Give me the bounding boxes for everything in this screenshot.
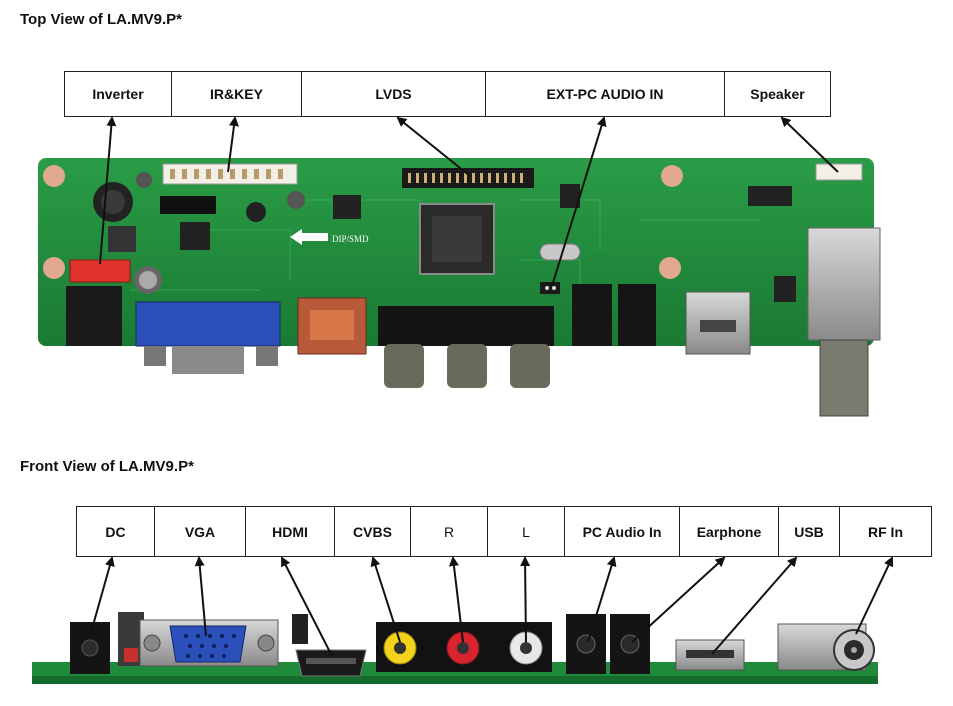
silk-dip-smd: DIP/SMD xyxy=(332,234,369,244)
label-r: R xyxy=(411,507,488,556)
label-cvbs: CVBS xyxy=(335,507,411,556)
arrow-earphone xyxy=(631,556,726,643)
arrow-rf-in xyxy=(855,556,894,635)
rf-tuner-box xyxy=(807,227,881,341)
arrow-ext-pc-audio-in xyxy=(551,116,607,287)
arrow-cvbs xyxy=(370,556,401,643)
mount-hole xyxy=(43,165,65,187)
ext-pc-audio-header xyxy=(540,282,560,294)
arrow-vga xyxy=(194,556,207,637)
label-ext-pc-audio-in: EXT-PC AUDIO IN xyxy=(486,72,725,116)
mount-hole xyxy=(661,165,683,187)
label-rf-in: RF In xyxy=(868,523,903,540)
jumper-block xyxy=(160,196,216,214)
arrow-r xyxy=(448,556,464,643)
top-view-board: DIP/SMD xyxy=(38,158,881,417)
mount-hole xyxy=(43,257,65,279)
front-arrows xyxy=(89,556,894,657)
vga-d-sub xyxy=(169,625,247,663)
arrow-speaker xyxy=(780,116,839,173)
speaker-connector xyxy=(815,163,863,181)
mount-hole xyxy=(659,257,681,279)
label-vga: VGA xyxy=(155,507,246,556)
rca-block-top xyxy=(378,306,554,346)
label-earphone: Earphone xyxy=(680,507,779,556)
arrow-inverter xyxy=(99,116,117,265)
label-speaker: Speaker xyxy=(750,86,805,102)
label-ir-key: IR&KEY xyxy=(172,72,302,116)
arrow-pc-audio-in xyxy=(587,556,617,643)
top-label-row: Inverter IR&KEY LVDS EXT-PC AUDIO IN Spe… xyxy=(64,71,831,117)
vga-port-top xyxy=(135,301,281,347)
label-lvds: LVDS xyxy=(302,72,486,116)
label-pc-audio-in: PC Audio In xyxy=(565,507,680,556)
top-view-title: Top View of LA.MV9.P* xyxy=(20,11,182,28)
top-arrows xyxy=(99,116,839,287)
dc-jack-top xyxy=(66,286,122,346)
arrow-ir-key xyxy=(227,116,239,173)
arrow-dc xyxy=(89,556,115,637)
label-dc: DC xyxy=(77,507,155,556)
arrow-l xyxy=(520,556,531,643)
label-usb: USB xyxy=(779,507,840,556)
pc-audio-jack-top xyxy=(572,284,612,346)
front-view-board xyxy=(32,612,878,684)
arrow-usb xyxy=(711,556,798,655)
label-hdmi: HDMI xyxy=(246,507,335,556)
earphone-jack-top xyxy=(618,284,656,346)
front-label-row: DC VGA HDMI CVBS R L PC Audio In Earphon… xyxy=(76,506,932,557)
label-l: L xyxy=(488,507,565,556)
front-view-title: Front View of LA.MV9.P* xyxy=(20,458,194,475)
arrow-hdmi xyxy=(281,556,333,657)
label-inverter: Inverter xyxy=(65,72,172,116)
arrow-lvds xyxy=(396,116,471,177)
